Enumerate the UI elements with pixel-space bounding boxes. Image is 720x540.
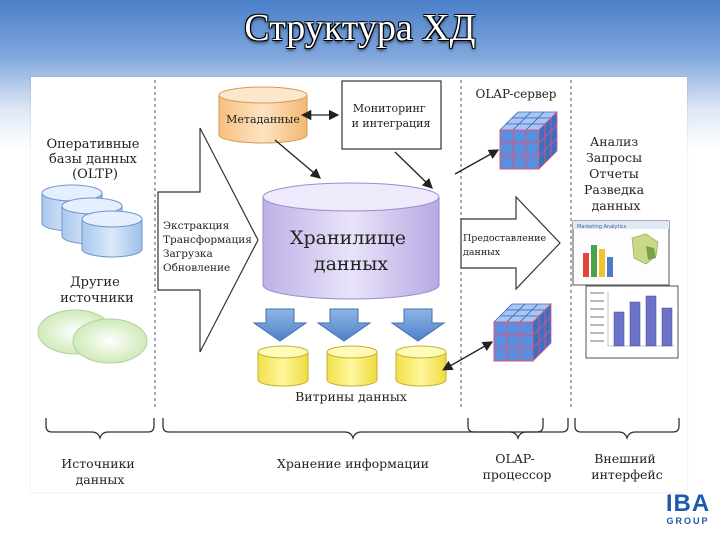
- metadata-label: Метаданные: [226, 113, 300, 126]
- olap-cube-icon: [493, 303, 552, 362]
- monitoring-warehouse-connector: [394, 151, 433, 189]
- bar-chart-thumbnail: [585, 285, 679, 359]
- frontend-items-label: Анализ Запросы Отчеты Разведка данных: [584, 134, 648, 213]
- data-mart-cylinders: [257, 345, 447, 387]
- delivery-arrow: [460, 195, 561, 291]
- bottom-label-olap: OLAP- процессор: [483, 451, 552, 482]
- monitoring-label: Мониторинг и интеграция: [352, 102, 431, 130]
- marts-olap-connector: [442, 341, 494, 371]
- warehouse-cylinder: [262, 182, 440, 300]
- other-sources-icon: [37, 309, 148, 364]
- bottom-label-storage: Хранение информации: [277, 456, 429, 471]
- olap-server-label: OLAP-сервер: [476, 87, 557, 101]
- bottom-label-sources: Источники данных: [61, 456, 138, 487]
- logo-sub-text: GROUP: [666, 516, 710, 526]
- data-marts-label: Витрины данных: [295, 389, 407, 404]
- warehouse-label: Хранилище данных: [290, 227, 412, 275]
- iba-group-logo: IBA GROUP: [660, 490, 716, 527]
- warehouse-olap-connector: [454, 149, 500, 175]
- olap-cube-icon: [499, 111, 558, 170]
- logo-main-text: IBA: [665, 490, 711, 517]
- other-sources-label: Другие источники: [60, 275, 134, 306]
- oltp-database-icon: [41, 184, 143, 258]
- bottom-label-frontend: Внешний интерфейс: [591, 451, 663, 482]
- slide-title: Структура ХД: [244, 7, 476, 49]
- report-thumbnail: Marketing Analytics: [572, 220, 670, 286]
- thumbnail-title: Marketing Analytics: [577, 224, 627, 230]
- bottom-braces: [45, 418, 680, 441]
- metadata-warehouse-connector: [274, 139, 321, 179]
- etl-arrow: [157, 127, 259, 353]
- load-arrows: [252, 308, 446, 342]
- monitoring-box: [341, 80, 442, 150]
- etl-label: Экстракция Трансформация Загрузка Обновл…: [163, 220, 255, 274]
- oltp-label: Оперативные базы данных (OLTP): [46, 137, 143, 182]
- delivery-label: Предоставление данных: [463, 233, 549, 258]
- metadata-cylinder: [218, 86, 308, 144]
